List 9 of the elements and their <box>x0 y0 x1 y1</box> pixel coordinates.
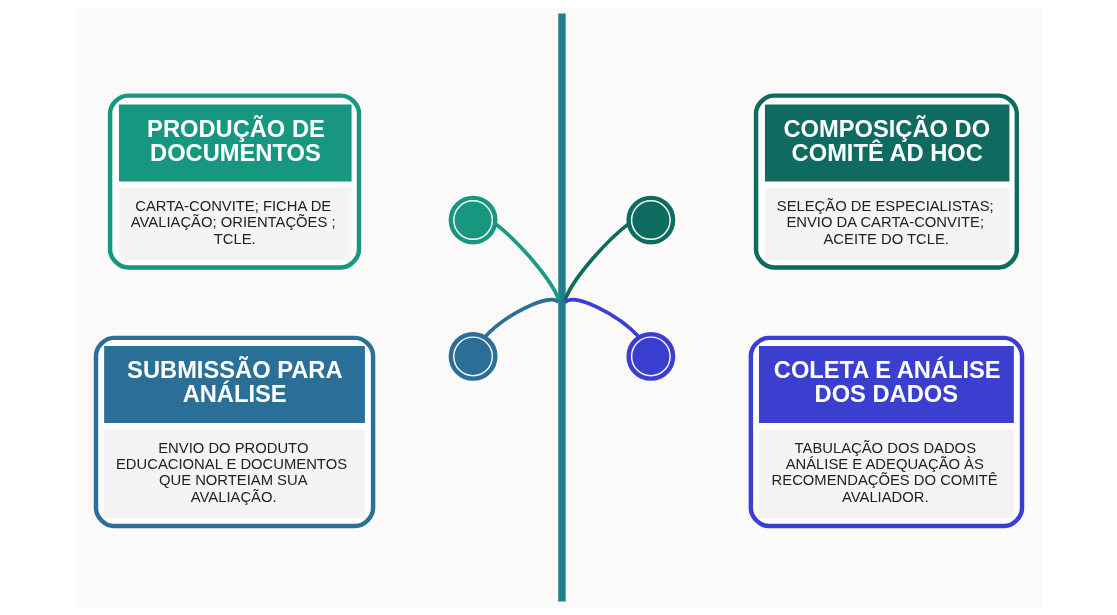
node-circle <box>448 331 497 381</box>
node-circle <box>625 331 675 381</box>
connector <box>563 298 640 339</box>
node-circle <box>625 195 675 245</box>
node-circle <box>448 195 497 245</box>
connector <box>482 298 560 339</box>
connector <box>562 222 630 301</box>
node-bar <box>557 13 566 602</box>
connector <box>493 222 561 301</box>
